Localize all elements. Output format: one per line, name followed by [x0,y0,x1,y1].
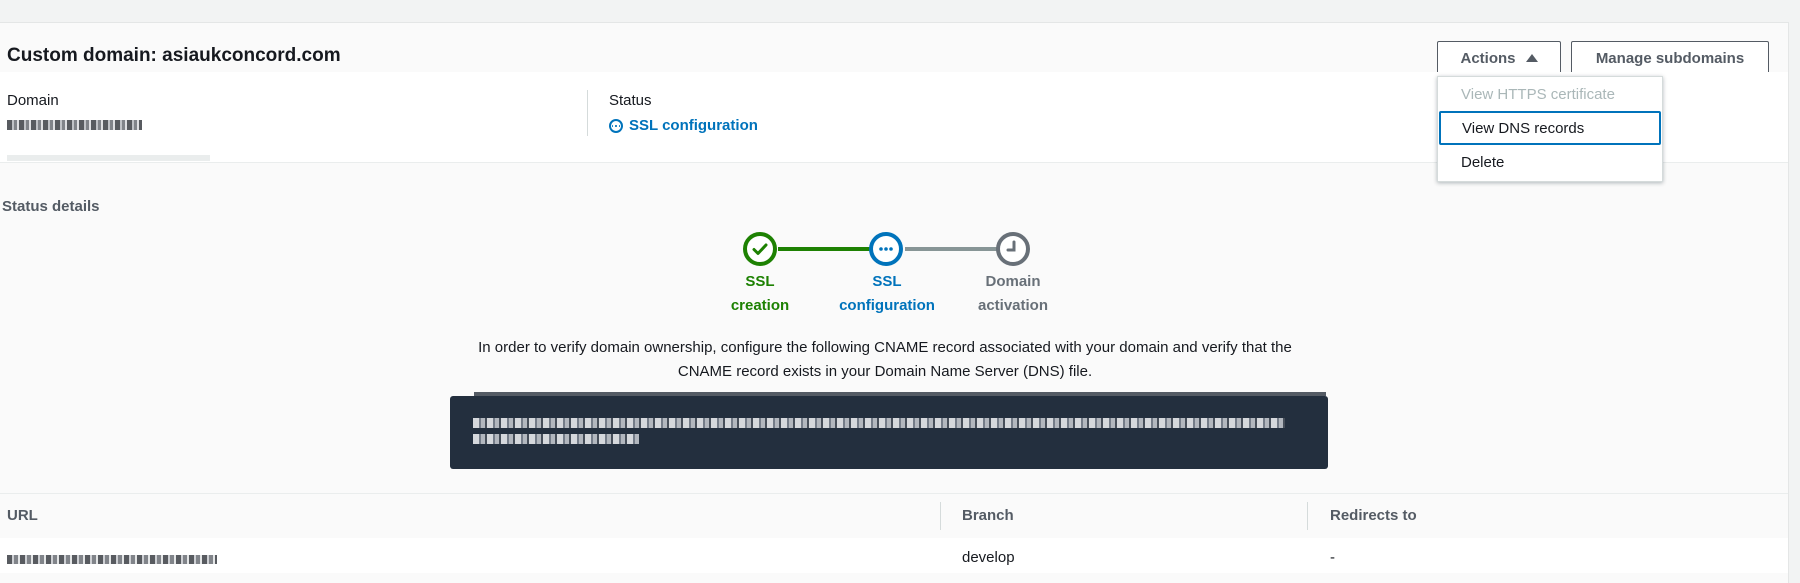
menu-item-delete[interactable]: Delete [1461,153,1505,171]
status-label: Status [609,92,652,109]
step-label-ssl-creation: SSL creation [730,273,790,314]
actions-dropdown-menu: View HTTPS certificate View DNS records … [1437,76,1663,182]
table-row: develop - [0,538,1788,573]
code-block-border [474,392,1326,396]
url-value-redacted[interactable] [7,555,217,564]
branch-cell: develop [962,549,1015,566]
actions-button[interactable]: Actions [1437,41,1561,75]
page-title: Custom domain: asiaukconcord.com [7,45,341,66]
step-label-ssl-configuration: SSL configuration [839,273,935,314]
column-header-branch[interactable]: Branch [962,507,1014,524]
status-details-title: Status details [2,198,100,215]
status-stepper: SSL creation SSL configuration Domain ac… [731,230,1048,330]
cname-record-code-block[interactable] [450,396,1328,469]
step-connector-pending [905,247,1005,251]
check-circle-icon [743,232,777,266]
cname-instructions: In order to verify domain ownership, con… [478,339,1292,380]
domain-panel: Custom domain: asiaukconcord.com Actions… [0,22,1789,583]
step-label-domain-activation: Domain activation [977,273,1049,314]
table-header: URL Branch Redirects to [0,493,1788,539]
redirects-cell: - [1330,549,1335,566]
ellipsis-circle-icon [869,232,903,266]
column-header-redirects[interactable]: Redirects to [1330,507,1417,524]
clock-icon [996,232,1030,266]
column-divider [940,502,941,530]
actions-button-label: Actions [1460,49,1516,67]
menu-item-view-dns-records[interactable]: View DNS records [1439,111,1661,145]
summary-divider [587,90,588,136]
status-value: SSL configuration [629,117,758,134]
status-link[interactable]: SSL configuration [609,117,758,134]
domain-value-redacted [7,120,142,130]
manage-subdomains-button[interactable]: Manage subdomains [1571,41,1769,75]
menu-item-view-https-certificate: View HTTPS certificate [1461,85,1615,103]
step-connector-complete [778,247,882,251]
in-progress-icon [609,118,623,133]
column-header-url[interactable]: URL [7,507,38,524]
cname-record-redacted [473,418,1285,428]
cname-record-redacted-continued [473,434,639,444]
summary-underline [7,155,210,161]
column-divider [1307,502,1308,530]
caret-up-icon [1525,54,1538,62]
domain-label: Domain [7,92,59,109]
